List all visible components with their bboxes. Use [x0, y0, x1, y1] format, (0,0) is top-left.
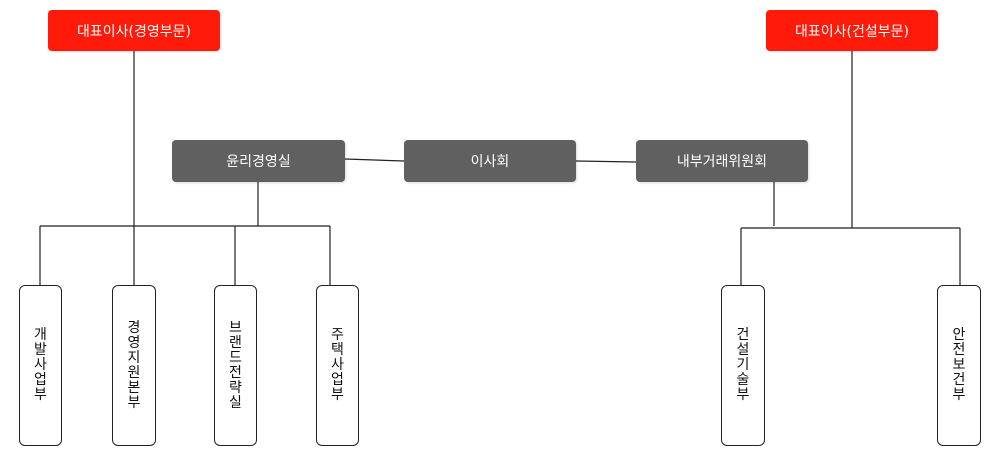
dept-label-char: 전: [952, 342, 966, 358]
dept-label-char: 주: [331, 327, 344, 343]
dept-label-char: 보: [952, 357, 966, 373]
dept-label-char: 안: [952, 327, 966, 343]
ceo-management-box: 대표이사(경영부문): [48, 10, 220, 51]
ethics-office-box: 윤리경영실: [172, 140, 345, 182]
dept-label-char: 부: [736, 387, 750, 403]
dept-label-char: 영: [127, 334, 141, 351]
dept-label-char: 본: [127, 379, 141, 396]
dept-label-char: 부: [331, 387, 344, 403]
dept-label-char: 개: [34, 327, 47, 343]
dept-label-char: 발: [34, 342, 47, 358]
ethics-office-label: 윤리경영실: [226, 154, 291, 170]
dept-label-char: 건: [952, 372, 966, 388]
dept-label-char: 부: [34, 387, 47, 403]
dept-label-char: 략: [229, 379, 242, 396]
connector-ethics-board: [344, 158, 405, 162]
connector-board-committee: [575, 160, 637, 163]
dept-label-char: 드: [229, 349, 242, 366]
ceo-construction-label: 대표이사(건설부문): [795, 23, 909, 40]
dept-label-char: 택: [331, 342, 344, 358]
dept-label-char: 기: [736, 357, 750, 373]
dept-label-char: 경: [127, 319, 141, 336]
board-label: 이사회: [470, 154, 510, 170]
dept-label-char: 랜: [229, 334, 242, 351]
dept-label-char: 원: [127, 364, 141, 381]
dept-label-char: 전: [229, 364, 242, 381]
dept-label-char: 브: [229, 319, 242, 336]
internal-trade-committee-box: 내부거래위원회: [636, 140, 808, 182]
dept-label-char: 건: [736, 327, 750, 343]
dept-label-char: 술: [736, 372, 750, 388]
dept-label-char: 업: [34, 372, 47, 388]
ceo-management-label: 대표이사(경영부문): [77, 23, 191, 40]
board-box: 이사회: [404, 140, 576, 182]
dept-label-char: 사: [34, 357, 47, 373]
internal-trade-committee-label: 내부거래위원회: [676, 154, 768, 170]
dept-label-char: 사: [331, 357, 344, 373]
dept-label-char: 업: [331, 372, 344, 388]
dept-label-char: 실: [229, 394, 242, 411]
dept-label-char: 부: [952, 387, 966, 403]
dept-label-char: 지: [127, 349, 141, 366]
dept-label-char: 설: [736, 342, 750, 358]
ceo-construction-box: 대표이사(건설부문): [766, 10, 938, 51]
dept-label-char: 부: [127, 394, 141, 411]
